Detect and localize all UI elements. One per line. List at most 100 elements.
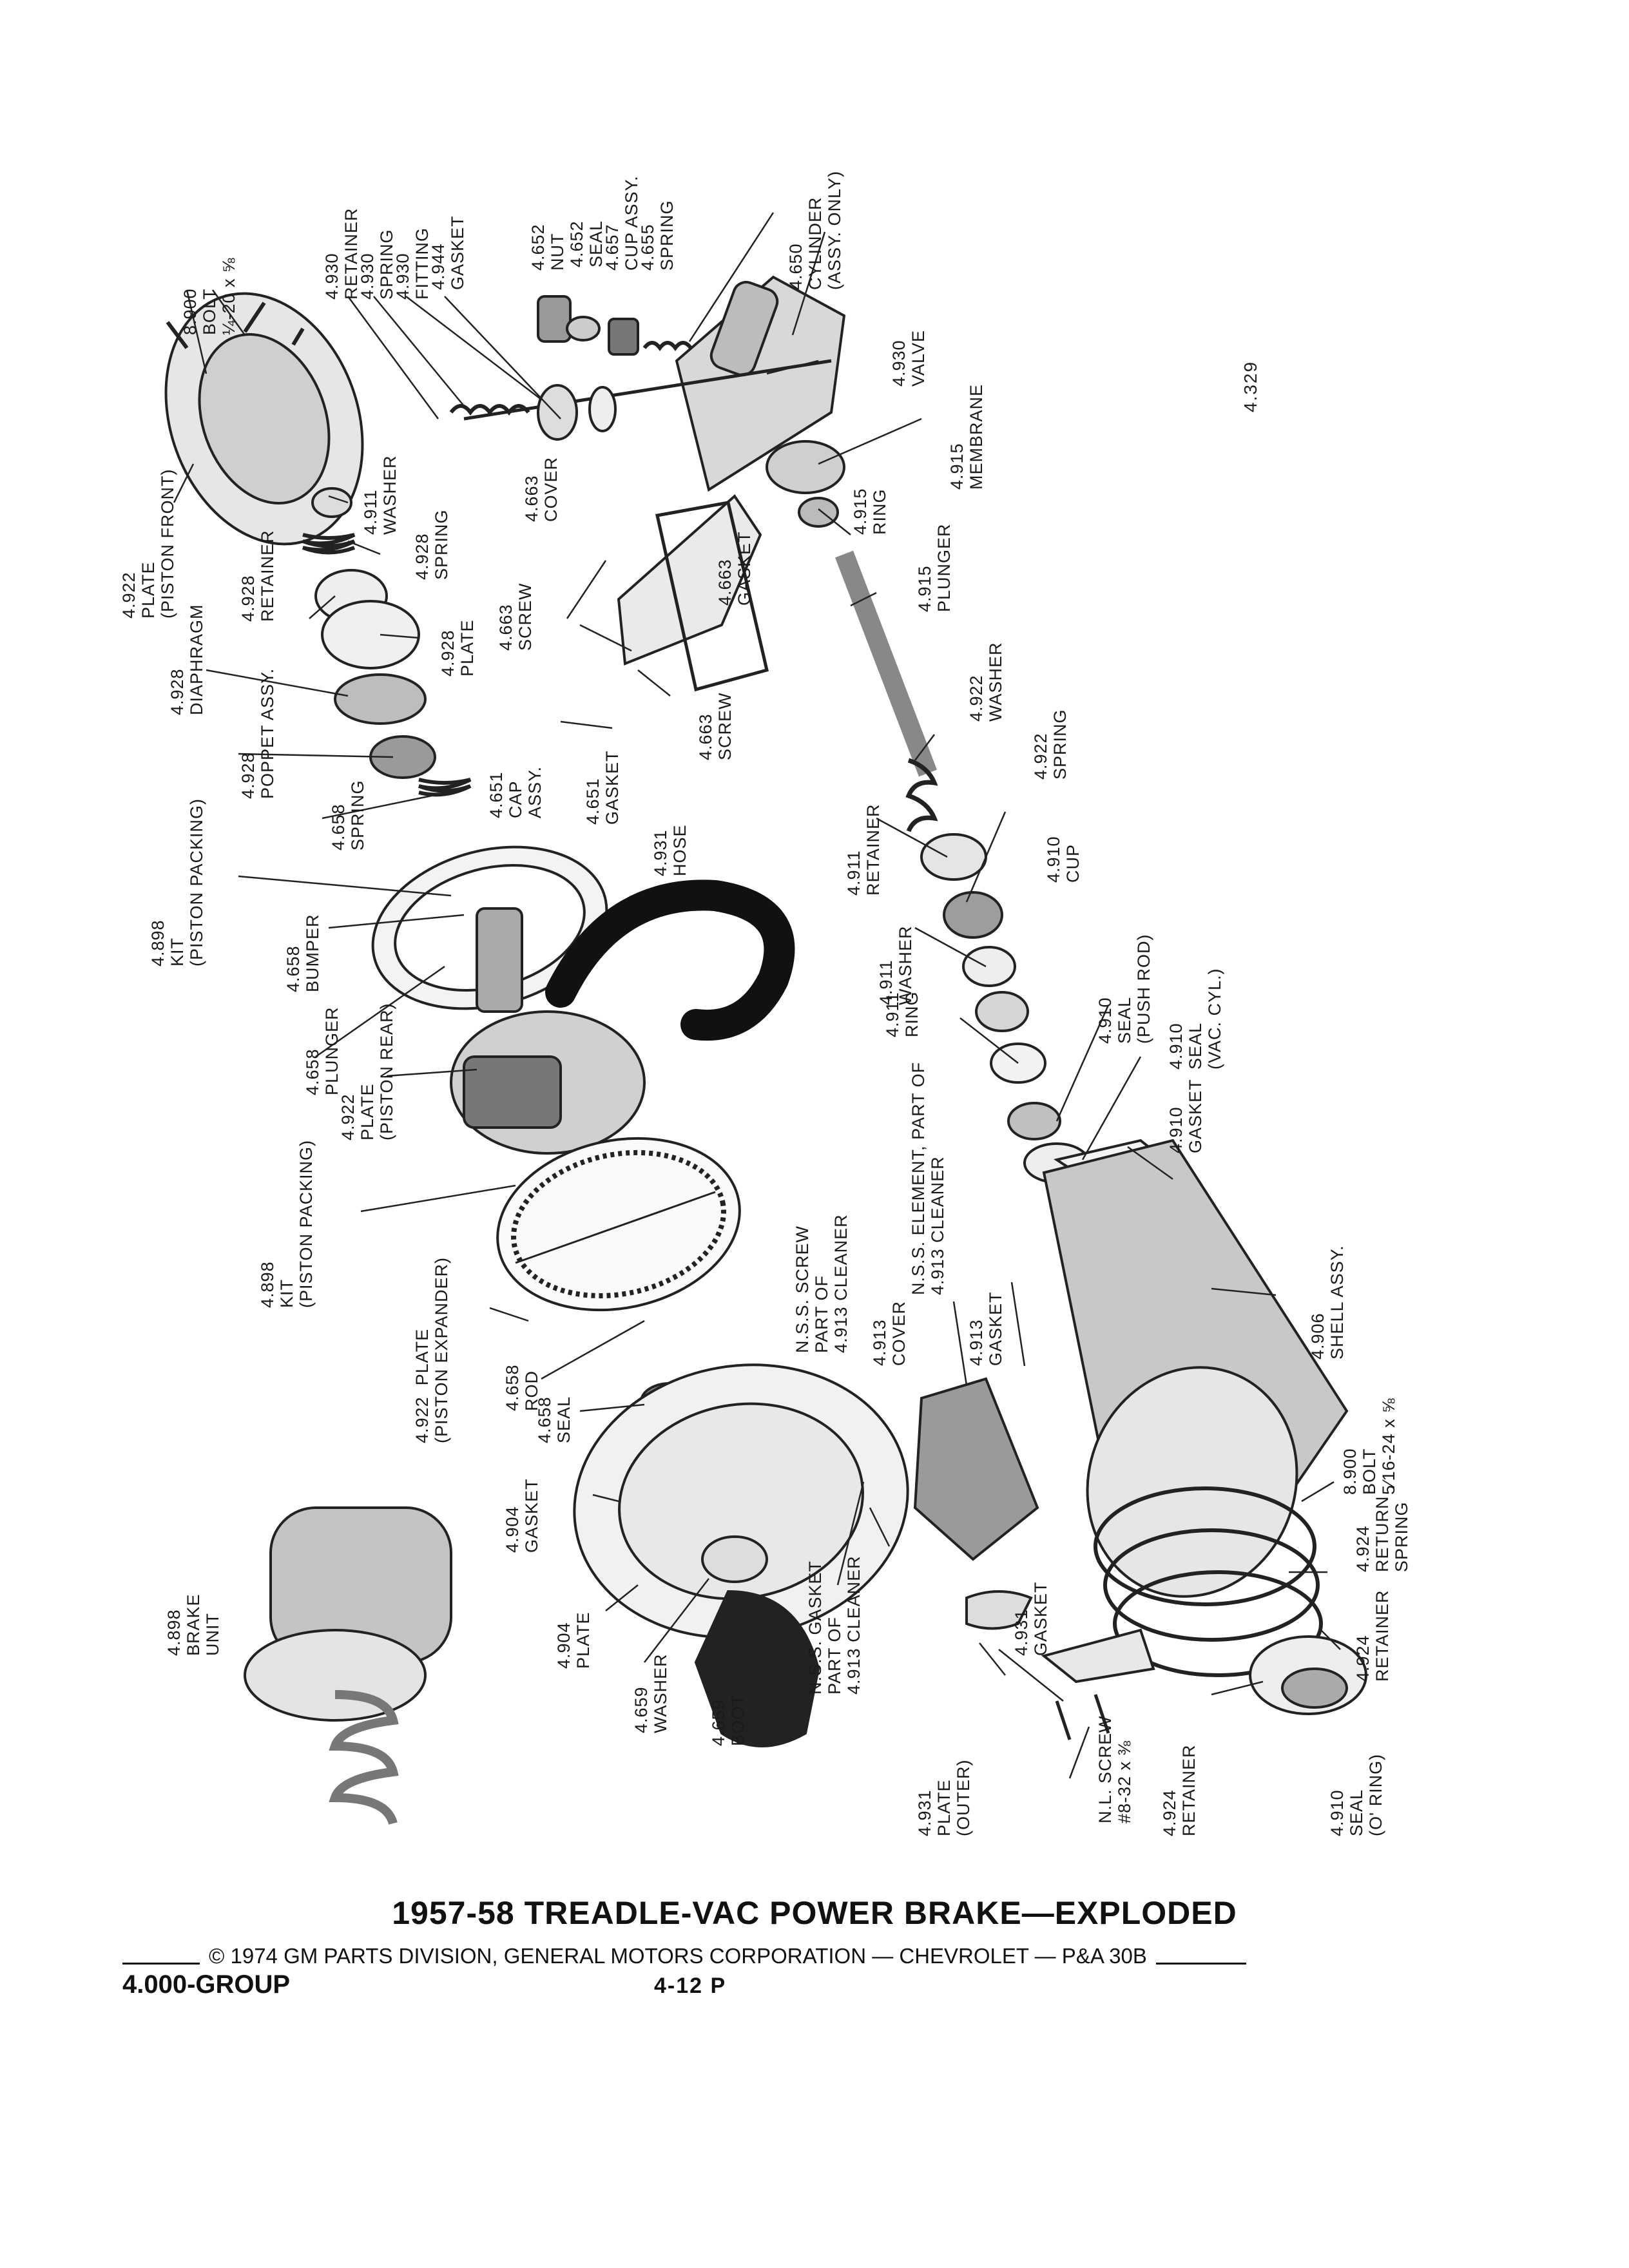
label-line: WASHER — [651, 1653, 670, 1733]
label-line: 4.658 — [329, 803, 348, 850]
footer-rule-right — [1155, 1948, 1246, 1965]
label-line: 4.911 — [844, 850, 863, 896]
group-label: 4.000-GROUP — [122, 1970, 291, 1999]
label-line: 8.900 — [180, 288, 200, 335]
label-line: 4.931 — [651, 829, 670, 876]
label-line: PLATE — [358, 1083, 377, 1140]
label-line: 4.913 CLEANER — [844, 1555, 863, 1695]
label-line: 4.928 — [238, 575, 258, 622]
copyright-text: © 1974 GM PARTS DIVISION, GENERAL MOTORS… — [209, 1944, 1147, 1968]
label-line: 5⁄16-24 x ⅝ — [1379, 1398, 1398, 1495]
cover-4663 — [617, 494, 762, 666]
label-line: PART OF — [825, 1616, 844, 1695]
label-line: SEAL — [1347, 1789, 1366, 1836]
label-line: BRAKE — [184, 1593, 203, 1656]
label-line: 4.915 — [915, 565, 934, 612]
label-line: CUP — [1063, 843, 1083, 883]
label-line: 4.659 — [709, 1699, 728, 1746]
label-line: 4.944 — [429, 243, 448, 290]
label-line: RETAINER — [258, 530, 277, 622]
label-line: PLATE — [934, 1779, 954, 1836]
label-line: 4.651 — [487, 771, 506, 818]
label-line: 4.931 — [1012, 1609, 1031, 1656]
label-line: UNIT — [203, 1613, 222, 1656]
label-line: PLUNGER — [934, 523, 954, 612]
label-line: PART OF — [812, 1274, 831, 1353]
label-line: (PISTON REAR) — [377, 1003, 396, 1140]
label-line: N.S.S. ELEMENT, PART OF — [909, 1061, 928, 1295]
plunger-4915-rod — [834, 550, 938, 777]
label-line: COVER — [541, 456, 561, 522]
label-line: MEMBRANE — [967, 383, 986, 490]
label-line: WASHER — [380, 455, 400, 535]
label-nl-screw: N.L. SCREW#8-32 x ⅜ — [1095, 1715, 1134, 1823]
label-line: N.S.S. GASKET — [805, 1560, 825, 1695]
label-line: 4.922 — [119, 572, 139, 619]
page-number: 4-12 P — [654, 1974, 727, 1998]
label-line: PLATE — [574, 1611, 593, 1669]
label-line: 4.910 — [1044, 836, 1063, 883]
label-line: GASKET — [986, 1291, 1005, 1366]
label-line: 4.911 — [883, 992, 902, 1037]
label-line: 4.924 — [1160, 1789, 1179, 1836]
spring-4928-coil — [302, 533, 356, 555]
label-line: SPRING — [348, 780, 367, 850]
boot-4659 — [694, 1590, 820, 1747]
label-line: (OUTER) — [954, 1759, 973, 1836]
label-line: 4.663 — [696, 713, 715, 760]
bolt-8900-top-a — [166, 321, 189, 349]
label-line: (ASSY. ONLY) — [825, 170, 844, 290]
label-line: 4.913 CLEANER — [928, 1156, 947, 1295]
label-line: GASKET — [1186, 1079, 1205, 1153]
label-line: 4.663 — [522, 475, 541, 522]
label-line: 4.913 — [967, 1319, 986, 1366]
label-line: 4.652 — [528, 224, 548, 271]
label-line: 4.657 — [602, 224, 622, 271]
label-line: (VAC. CYL.) — [1205, 968, 1224, 1070]
label-line: GASKET — [522, 1478, 541, 1553]
label-line: SCREW — [516, 582, 535, 651]
label-line: #8-32 x ⅜ — [1115, 1740, 1134, 1823]
label-line: WASHER — [986, 642, 1005, 722]
label-line: SPRING — [1392, 1501, 1411, 1572]
label-line: GASKET — [602, 750, 622, 825]
label-line: (PISTON FRONT) — [158, 468, 177, 619]
label-line: RETAINER — [863, 803, 883, 896]
label-line: 4.930 — [889, 340, 909, 387]
label-line: 4.658 — [284, 945, 303, 992]
label-line: 4.910 — [1095, 997, 1115, 1044]
label-line: (PISTON PACKING) — [296, 1139, 316, 1308]
label-line: 4.915 — [851, 488, 870, 535]
label-line: 4.898 — [164, 1609, 184, 1656]
label-line: CYLINDER — [805, 197, 825, 290]
